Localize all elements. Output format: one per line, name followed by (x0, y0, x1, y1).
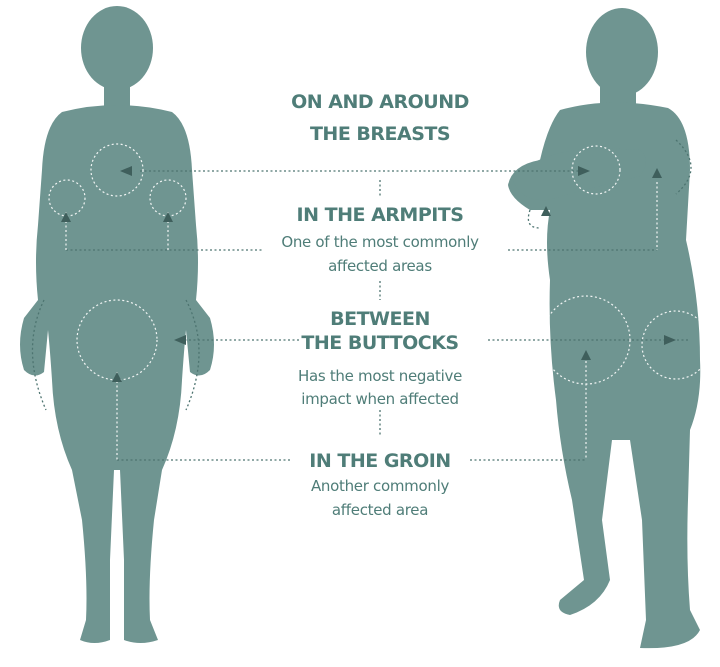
buttocks-sub-line1: Has the most negative (298, 367, 462, 385)
breasts-title-line2: THE BREASTS (310, 123, 450, 145)
label-groin: IN THE GROIN Another commonly affected a… (309, 450, 450, 519)
buttocks-title-line2: THE BUTTOCKS (301, 332, 458, 354)
breasts-title-line1: ON AND AROUND (291, 91, 469, 113)
armpits-sub-line1: One of the most commonly (281, 233, 479, 251)
label-buttocks: BETWEEN THE BUTTOCKS Has the most negati… (298, 308, 462, 408)
groin-sub-line1: Another commonly (311, 477, 449, 495)
female-silhouette (20, 6, 214, 643)
groin-sub-line2: affected area (332, 501, 428, 519)
groin-title: IN THE GROIN (309, 450, 450, 472)
buttocks-title-line1: BETWEEN (330, 308, 430, 330)
male-silhouette (508, 8, 700, 648)
label-armpits: IN THE ARMPITS One of the most commonly … (281, 204, 479, 275)
armpits-sub-line2: affected areas (328, 257, 432, 275)
buttocks-sub-line2: impact when affected (301, 390, 459, 408)
label-breasts: ON AND AROUND THE BREASTS (291, 91, 469, 145)
armpits-title: IN THE ARMPITS (297, 204, 464, 226)
